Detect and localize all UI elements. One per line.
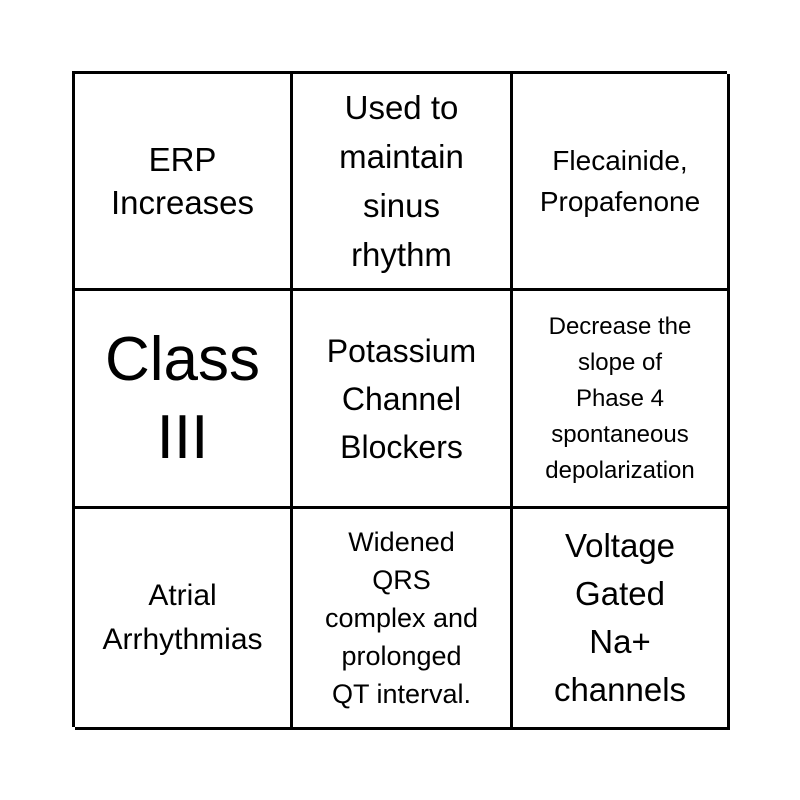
- bingo-cell-text: ERP Increases: [110, 141, 255, 221]
- bingo-cell-row3-col1[interactable]: Atrial Arrhythmias: [75, 509, 293, 730]
- bingo-cell-text: Widened QRS complex and prolonged QT int…: [324, 527, 479, 709]
- bingo-cell-row2-col1-free-space[interactable]: Class III: [75, 291, 293, 509]
- bingo-cell-row3-col2[interactable]: Widened QRS complex and prolonged QT int…: [293, 509, 513, 730]
- bingo-cell-text: Class III: [104, 324, 261, 472]
- bingo-cell-row1-col2[interactable]: Used to maintain sinus rhythm: [293, 74, 513, 291]
- bingo-cell-row3-col3[interactable]: Voltage Gated Na+ channels: [513, 509, 730, 730]
- bingo-cell-text: Used to maintain sinus rhythm: [339, 89, 464, 273]
- bingo-cell-text: Atrial Arrhythmias: [102, 579, 263, 656]
- bingo-cell-row1-col3[interactable]: Flecainide, Propafenone: [513, 74, 730, 291]
- bingo-cell-text: Flecainide, Propafenone: [539, 145, 701, 217]
- bingo-cell-text: Voltage Gated Na+ channels: [553, 527, 687, 708]
- bingo-cell-row2-col2[interactable]: Potassium Channel Blockers: [293, 291, 513, 509]
- bingo-card-grid: ERP Increases Used to maintain sinus rhy…: [72, 71, 730, 730]
- bingo-cell-text: Potassium Channel Blockers: [326, 332, 477, 465]
- bingo-cell-text: Decrease the slope of Phase 4 spontaneou…: [545, 312, 695, 484]
- bingo-cell-row2-col3[interactable]: Decrease the slope of Phase 4 spontaneou…: [513, 291, 730, 509]
- bingo-cell-row1-col1[interactable]: ERP Increases: [75, 74, 293, 291]
